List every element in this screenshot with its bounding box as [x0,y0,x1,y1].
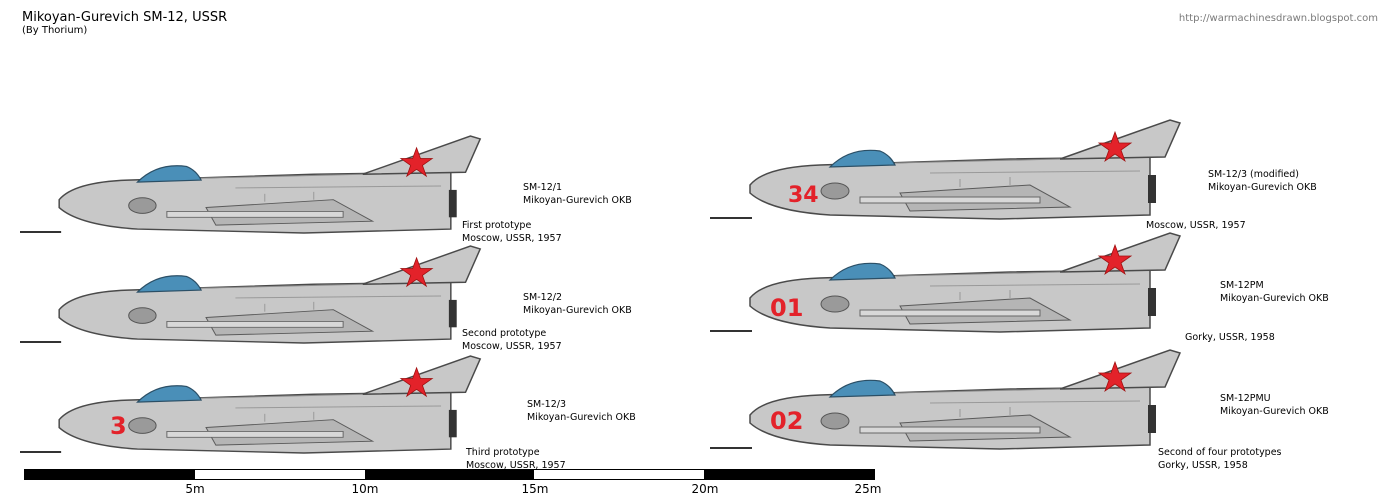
aircraft-sm12-3-mod: 34 [700,115,1200,225]
maker: Mikoyan-Gurevich OKB [523,305,632,316]
designation: SM-12PM [1220,280,1264,291]
place: Moscow, USSR, 1957 [462,341,562,352]
aircraft-sm12pmu: 02 [700,345,1200,460]
caption-note-sm12-2: Second prototype Moscow, USSR, 1957 [462,327,562,353]
caption-sm12-1: SM-12/1 Mikoyan-Gurevich OKB [523,181,632,207]
aircraft-profile-sm12-3 [20,350,490,460]
place: Moscow, USSR, 1957 [462,233,562,244]
caption-note-sm12-1: First prototype Moscow, USSR, 1957 [462,219,562,245]
place: Moscow, USSR, 1957 [466,460,566,471]
caption-sm12-3-mod: SM-12/3 (modified) Mikoyan-Gurevich OKB [1208,168,1317,194]
caption-sm12-3: SM-12/3 Mikoyan-Gurevich OKB [527,398,636,424]
tail-number: 34 [788,183,819,208]
caption-note-sm12pmu: Second of four prototypes Gorky, USSR, 1… [1158,446,1282,472]
aircraft-profile-sm12-1 [20,130,490,240]
scale-tick-15m: 15m [521,482,549,496]
aircraft-sm12pm: 01 [700,228,1200,338]
aircraft-profile-sm12pmu [700,345,1200,455]
scale-segment [704,470,874,479]
maker: Mikoyan-Gurevich OKB [523,195,632,206]
caption-note-sm12-3: Third prototype Moscow, USSR, 1957 [466,446,566,472]
maker: Mikoyan-Gurevich OKB [1220,406,1329,417]
scale-tick-20m: 20m [691,482,719,496]
caption-place-sm12-3-mod: Moscow, USSR, 1957 [1146,219,1246,232]
scale-tick-10m: 10m [351,482,379,496]
scale-segment [534,470,705,479]
place: Gorky, USSR, 1958 [1185,332,1275,343]
aircraft-sm12-3: 3 [20,350,490,460]
author-credit: (By Thorium) [22,25,88,36]
scale-bar [24,469,875,480]
designation: SM-12/1 [523,182,562,193]
maker: Mikoyan-Gurevich OKB [527,412,636,423]
scale-tick-25m: 25m [854,482,882,496]
website-link[interactable]: http://warmachinesdrawn.blogspot.com [1178,13,1378,24]
designation: SM-12/3 (modified) [1208,169,1300,180]
aircraft-profile-sm12-2 [20,240,490,350]
tail-number: 3 [110,412,127,440]
scale-tick-5m: 5m [185,482,205,496]
designation: SM-12PMU [1220,393,1271,404]
caption-sm12pm: SM-12PM Mikoyan-Gurevich OKB [1220,279,1329,305]
maker: Mikoyan-Gurevich OKB [1208,182,1317,193]
note: Second of four prototypes [1158,447,1282,458]
note: Second prototype [462,328,547,339]
scale-segment [194,470,365,479]
caption-place-sm12pm: Gorky, USSR, 1958 [1185,331,1275,344]
designation: SM-12/3 [527,399,566,410]
aircraft-profile-sm12-3-mod [700,115,1200,225]
designation: SM-12/2 [523,292,562,303]
maker: Mikoyan-Gurevich OKB [1220,293,1329,304]
note: First prototype [462,220,532,231]
scale-segment [364,470,535,479]
caption-sm12pmu: SM-12PMU Mikoyan-Gurevich OKB [1220,392,1329,418]
page-title: Mikoyan-Gurevich SM-12, USSR [22,10,228,25]
scale-segment [25,470,195,479]
tail-number: 02 [770,407,804,435]
place: Gorky, USSR, 1958 [1158,460,1248,471]
place: Moscow, USSR, 1957 [1146,220,1246,231]
tail-number: 01 [770,294,804,322]
caption-sm12-2: SM-12/2 Mikoyan-Gurevich OKB [523,291,632,317]
note: Third prototype [466,447,540,458]
